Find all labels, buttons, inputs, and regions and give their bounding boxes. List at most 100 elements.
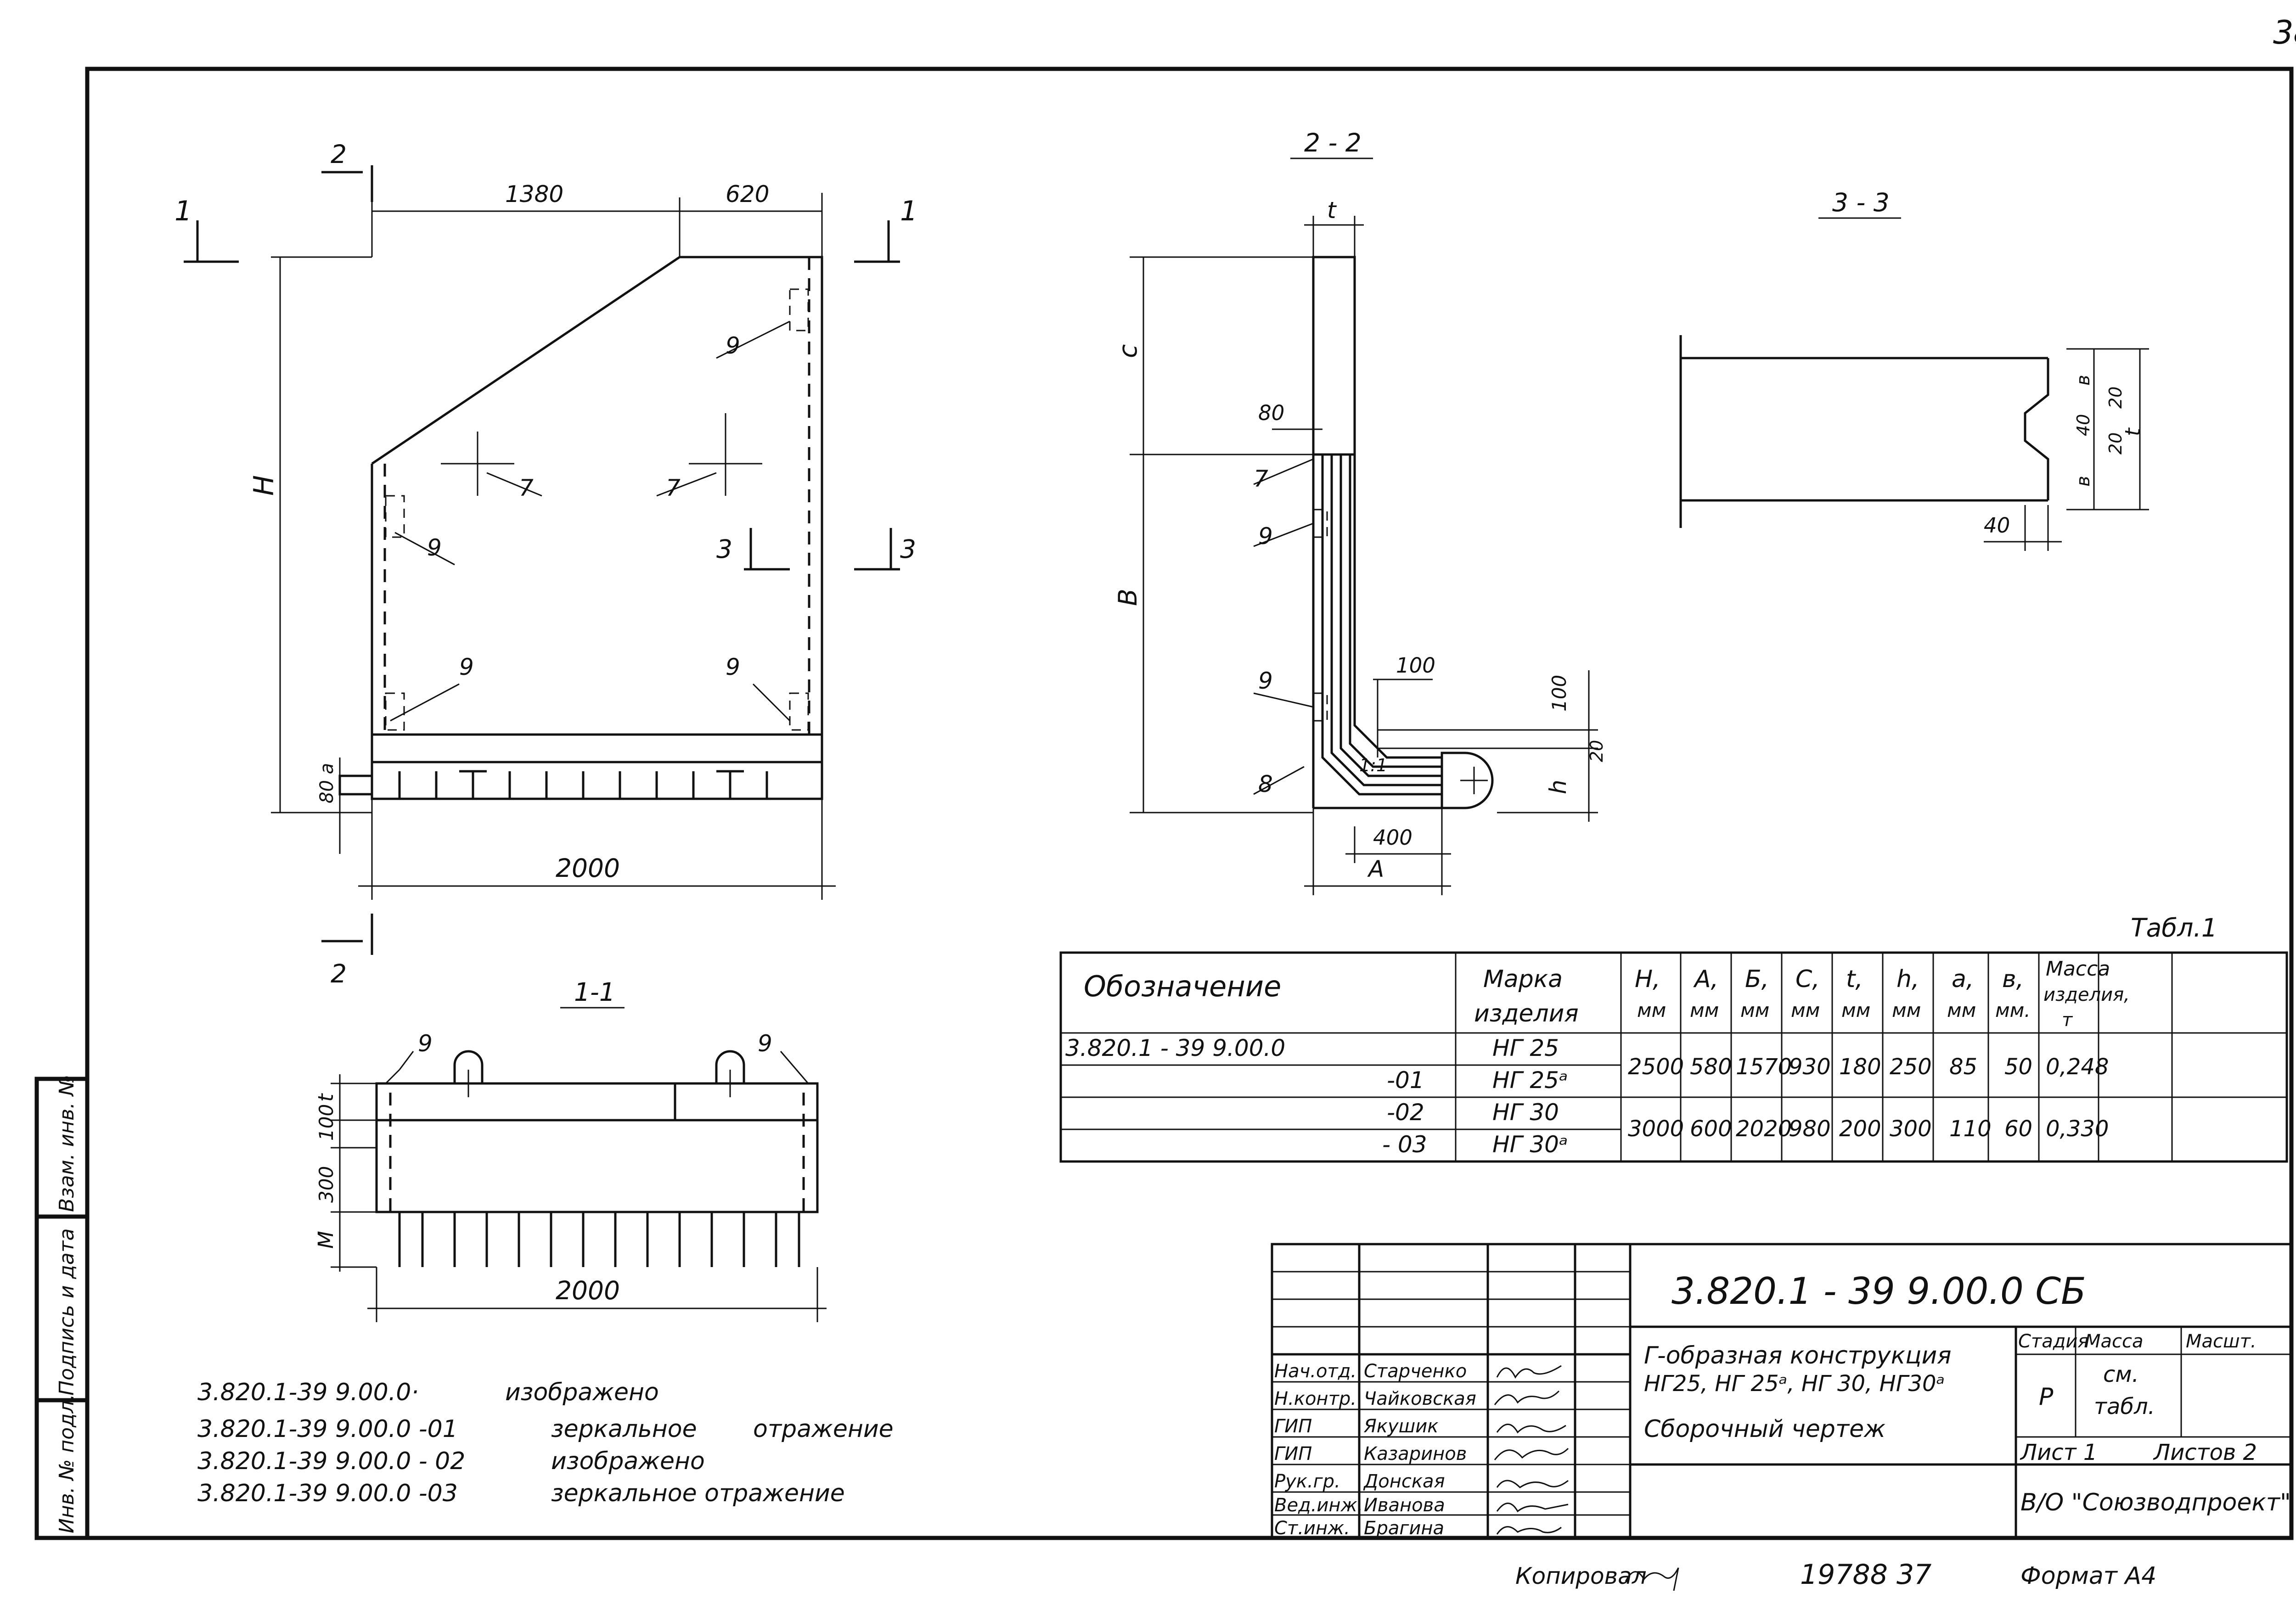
callout-7: 7	[1254, 466, 1268, 492]
massa-header: Масса	[2085, 1331, 2144, 1352]
table-caption: Табл.1	[2131, 913, 2217, 943]
dim-H: Н	[248, 475, 280, 496]
g1-H: 2500	[1628, 1054, 1684, 1080]
note-2-text-a: зеркальное	[551, 1415, 697, 1443]
tr4-oboz: - 03	[1382, 1131, 1427, 1158]
callout-9-bottom-left: 9	[459, 654, 474, 680]
dim-2000-11: 2000	[556, 1276, 620, 1305]
role-5: Рук.гр.	[1274, 1471, 1340, 1492]
g1-h: 250	[1890, 1054, 1932, 1080]
th-massa-1: Масса	[2046, 957, 2110, 981]
th-h: h,	[1896, 965, 1919, 993]
role-4: ГИП	[1274, 1443, 1312, 1464]
dim-100-top: 100	[1396, 653, 1435, 678]
spec-table: Табл.1 Обозначение Марка изделия Н, мм А…	[1059, 913, 2288, 1163]
g1-t: 180	[1839, 1054, 1881, 1080]
dim-c: с	[1113, 344, 1142, 358]
g2-A: 600	[1690, 1116, 1732, 1142]
g2-massa: 0,330	[2046, 1116, 2109, 1142]
footer: Копировал 19788 37 Формат А4	[1515, 1559, 2156, 1591]
sheet-frame	[85, 67, 2294, 1540]
footer-kopiroval: Копировал	[1515, 1563, 1647, 1589]
role-3: ГИП	[1274, 1416, 1312, 1437]
th-B: Б,	[1745, 965, 1769, 993]
footer-format: Формат А4	[2020, 1562, 2156, 1590]
note-2-text-b: отражение	[753, 1415, 894, 1443]
section-2-2: 2 - 2 1:1 с В t 80 7 9	[1113, 128, 1607, 895]
th-oboz: Обозначение	[1084, 970, 1281, 1003]
g1-a: 85	[1949, 1054, 1977, 1080]
th-A-mm: мм	[1690, 999, 1719, 1021]
callout-8: 8	[1258, 771, 1273, 797]
note-4-text: зеркальное отражение	[551, 1480, 845, 1507]
th-H: Н,	[1635, 965, 1660, 993]
tr3-oboz: -02	[1387, 1099, 1424, 1126]
name-6: Иванова	[1364, 1495, 1445, 1516]
th-H-mm: мм	[1637, 999, 1666, 1021]
role-7: Ст.инж.	[1274, 1518, 1350, 1539]
g2-t: 200	[1839, 1116, 1881, 1142]
stadia-value: Р	[2039, 1383, 2054, 1411]
tr2-marka: НГ 25ᵃ	[1492, 1067, 1568, 1094]
dim-40-mid: 40	[2073, 414, 2093, 436]
th-C: С,	[1795, 965, 1820, 993]
dim-B: В	[1113, 589, 1142, 606]
callout-9-bottom-right: 9	[726, 654, 740, 680]
callout-7-right: 7	[666, 475, 681, 501]
g2-B: 2020	[1736, 1116, 1792, 1142]
note-4-code: 3.820.1-39 9.00.0 -03	[197, 1480, 458, 1507]
th-B-mm: мм	[1740, 999, 1769, 1021]
note-1-code: 3.820.1-39 9.00.0·	[197, 1379, 419, 1406]
dim-100-11: 100	[315, 1104, 338, 1141]
th-a: а,	[1952, 965, 1974, 993]
kopiroval-signature	[1625, 1567, 1679, 1591]
name-2: Чайковская	[1364, 1388, 1476, 1409]
footer-number: 19788 37	[1800, 1559, 1931, 1591]
tr1-marka: НГ 25	[1492, 1035, 1559, 1061]
plan-view: 1380 620 Н 80 а 2000 9 9 9 9 7 7 1	[174, 140, 917, 988]
th-v-mm: мм.	[1995, 999, 2031, 1021]
g2-H: 3000	[1628, 1116, 1684, 1142]
callout-9-a: 9	[1258, 523, 1273, 550]
dim-1380: 1380	[505, 181, 563, 208]
stamp-podpis: Подпись и дата	[55, 1229, 79, 1396]
callout-9-left: 9	[427, 534, 442, 561]
note-3-text: изображено	[551, 1448, 705, 1475]
section-3-left: 3	[716, 534, 732, 564]
role-2: Н.контр.	[1274, 1388, 1356, 1409]
callout-9-left: 9	[418, 1030, 433, 1057]
stamp-inv-podl: Инв. № подл.	[55, 1394, 79, 1533]
massa-value-1: см.	[2103, 1362, 2139, 1387]
section-2-bottom: 2	[331, 959, 347, 988]
note-1-text: изображено	[505, 1379, 659, 1406]
tr4-marka: НГ 30ᵃ	[1492, 1131, 1568, 1158]
th-t: t,	[1846, 965, 1863, 993]
g2-C: 980	[1789, 1116, 1831, 1142]
section-2-top: 2	[331, 140, 347, 169]
notes: 3.820.1-39 9.00.0· изображено 3.820.1-39…	[197, 1379, 894, 1507]
slope-1-1: 1:1	[1359, 755, 1387, 775]
dim-v-bot: в	[2073, 476, 2094, 487]
dim-2000: 2000	[556, 853, 620, 883]
callout-7-left: 7	[519, 475, 534, 501]
g1-massa: 0,248	[2046, 1054, 2109, 1080]
g1-C: 930	[1789, 1054, 1831, 1080]
th-h-mm: мм	[1892, 999, 1921, 1021]
section-2-2-title: 2 - 2	[1304, 128, 1362, 157]
masst-header: Масшт.	[2186, 1331, 2257, 1352]
tr3-marka: НГ 30	[1492, 1099, 1559, 1126]
doc-code: 3.820.1 - 39 9.00.0 СБ	[1671, 1270, 2086, 1313]
name-1: Старченко	[1364, 1361, 1467, 1382]
tr1-oboz: 3.820.1 - 39 9.00.0	[1065, 1035, 1285, 1061]
th-massa-3: т	[2062, 1010, 2073, 1031]
dim-20-top: 20	[2105, 387, 2126, 409]
signatures	[1494, 1365, 1569, 1535]
doc-desc-1: Г-образная конструкция	[1644, 1342, 1952, 1369]
name-7: Брагина	[1364, 1518, 1444, 1539]
section-1-left: 1	[174, 195, 192, 227]
sheets-total: Листов 2	[2153, 1440, 2257, 1465]
section-1-right: 1	[900, 195, 917, 227]
dim-t-top: t	[1327, 197, 1337, 224]
th-A: А,	[1693, 965, 1718, 993]
